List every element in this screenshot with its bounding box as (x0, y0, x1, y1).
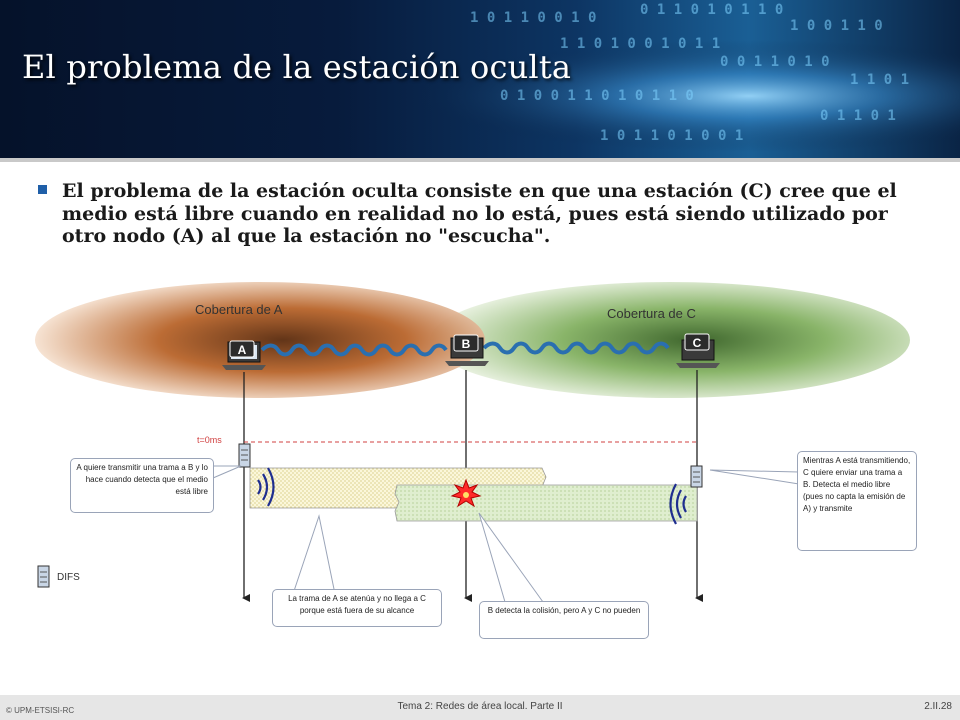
difs-legend-icon (37, 565, 50, 588)
svg-text:1 1 0 1: 1 1 0 1 (850, 72, 909, 88)
station-c-label: C (693, 336, 702, 350)
svg-text:1 0 0 1 1 0: 1 0 0 1 1 0 (790, 18, 883, 34)
laptop-a-icon: A (222, 340, 266, 370)
difs-marker-a (238, 443, 251, 468)
wireless-signal-a-b (260, 343, 448, 357)
callout-b-collision: B detecta la colisión, pero A y C no pue… (479, 601, 649, 639)
callout-a-transmit: A quiere transmitir una trama a B y lo h… (70, 458, 214, 513)
coverage-a-label: Cobertura de A (195, 302, 283, 317)
svg-text:0 1 0 0 1 1 0 1 0 1 1 0: 0 1 0 0 1 1 0 1 0 1 1 0 (500, 88, 694, 104)
station-b-label: B (462, 337, 471, 351)
hidden-station-diagram: Cobertura de A Cobertura de C A B C t=0m… (35, 282, 910, 603)
wireless-signal-b-c (482, 341, 670, 355)
svg-text:0 0 1 1 0 1 0: 0 0 1 1 0 1 0 (720, 54, 830, 70)
callout-a-transmit-text: A quiere transmitir una trama a B y lo h… (76, 463, 208, 496)
header-divider (0, 158, 960, 162)
svg-text:1 0 1 1 0 1 0 0 1: 1 0 1 1 0 1 0 0 1 (600, 128, 743, 144)
signal-waves-c-icon (669, 483, 687, 525)
slide-title: El problema de la estación oculta (22, 48, 572, 86)
station-a-label: A (238, 343, 247, 357)
callout-pointer-a (212, 465, 242, 479)
frame-c-transmission (394, 484, 698, 522)
bullet-text: El problema de la estación oculta consis… (62, 180, 897, 247)
callout-c-transmit-text: Mientras A está transmitiendo, C quiere … (803, 456, 911, 513)
footer-course-title: Tema 2: Redes de área local. Parte II (397, 701, 563, 712)
callout-pointer-attenuation (292, 514, 336, 595)
callout-attenuation-text: La trama de A se atenúa y no llega a C p… (288, 594, 426, 615)
svg-text:1 1 0 1 0 0 1 0 1 1: 1 1 0 1 0 0 1 0 1 1 (560, 36, 720, 52)
coverage-area-c (430, 282, 910, 398)
binary-background-image: 1 0 1 1 0 0 1 0 0 1 1 0 1 0 1 1 0 1 0 0 … (0, 0, 960, 160)
difs-legend-label: DIFS (57, 572, 80, 583)
slide-header: 1 0 1 1 0 0 1 0 0 1 1 0 1 0 1 1 0 1 0 0 … (0, 0, 960, 160)
callout-b-collision-text: B detecta la colisión, pero A y C no pue… (487, 606, 641, 615)
square-bullet-icon (38, 185, 47, 194)
svg-text:0 1 1 0 1: 0 1 1 0 1 (820, 108, 896, 124)
slide-footer: © UPM-ETSISI-RC Tema 2: Redes de área lo… (0, 695, 960, 720)
difs-marker-c (690, 465, 703, 488)
laptop-b-icon: B (445, 334, 489, 366)
callout-pointer-c (709, 469, 800, 485)
coverage-area-a (35, 282, 485, 398)
callout-pointer-collision (478, 512, 544, 603)
callout-c-transmit: Mientras A está transmitiendo, C quiere … (797, 451, 917, 551)
svg-text:0 1 1 0 1 0 1 1 0: 0 1 1 0 1 0 1 1 0 (640, 2, 783, 18)
signal-waves-a-icon (257, 467, 275, 507)
callout-attenuation: La trama de A se atenúa y no llega a C p… (272, 589, 442, 627)
time-zero-label: t=0ms (197, 435, 222, 445)
coverage-c-label: Cobertura de C (607, 306, 696, 321)
footer-slide-number: 2.II.28 (924, 701, 952, 712)
laptop-c-icon: C (676, 333, 720, 368)
footer-copyright: © UPM-ETSISI-RC (6, 706, 75, 715)
svg-text:1 0 1 1 0 0 1 0: 1 0 1 1 0 0 1 0 (470, 10, 596, 26)
collision-icon (450, 478, 482, 508)
